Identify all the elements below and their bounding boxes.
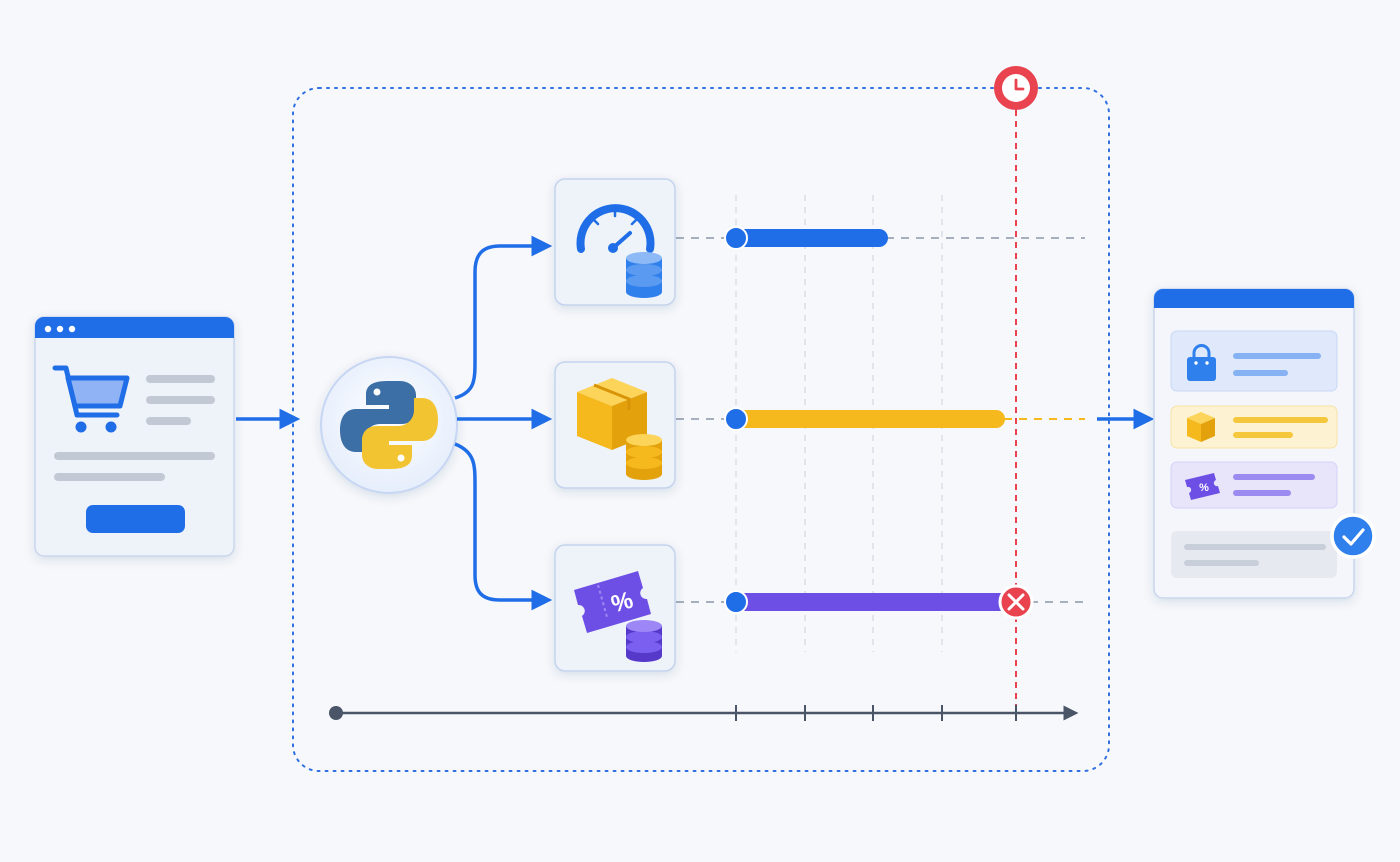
branch-arrow-rate [454,235,553,400]
result-row-shipping [1170,330,1338,392]
check-icon [1330,513,1376,559]
task-start-dot-coupon [724,590,748,614]
package-icon [577,378,647,450]
shopping-bag-icon [1187,344,1216,381]
cancel-icon [998,584,1034,620]
checkout-page-titlebar [35,317,234,338]
database-icon [626,620,662,662]
package-icon [1187,412,1215,442]
task-lanes [676,237,1085,603]
result-panel-titlebar [1154,289,1354,308]
branch-arrow-coupon [454,442,553,611]
python-node [320,356,458,494]
database-icon [626,434,662,480]
speedometer-icon [576,204,655,253]
coupon-icon: % [1185,473,1220,500]
time-axis [329,705,1079,721]
clock-icon [994,66,1038,110]
coupon-icon: % [574,571,651,633]
product-text-lines [54,375,215,481]
concurrency-boundary [292,87,1110,772]
result-row-placeholder [1171,531,1337,578]
database-icon [626,252,662,298]
task-start-dot-rate [724,226,748,250]
shopping-cart-icon [52,365,130,433]
python-logo-icon [340,381,438,469]
coupon-percent-glyph-small: % [1199,482,1209,494]
checkout-button[interactable] [86,505,185,533]
result-row-inventory [1170,405,1338,449]
result-row-coupon: % [1170,461,1338,509]
task-start-dot-inventory [724,407,748,431]
